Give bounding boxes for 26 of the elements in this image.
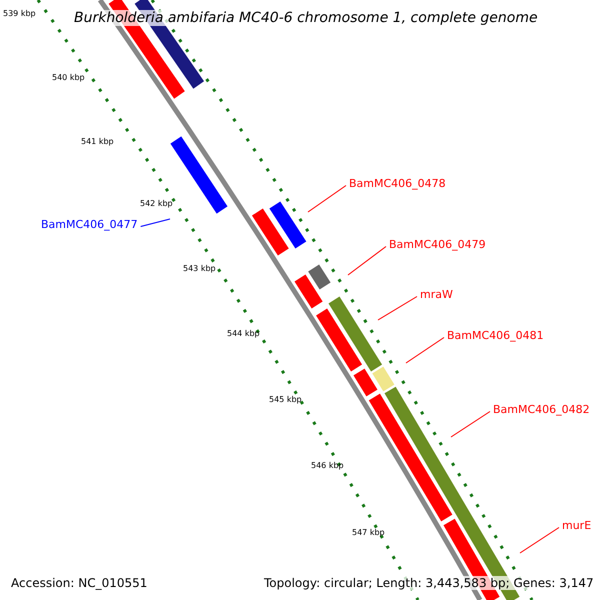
tick-label: 543 kbp (183, 265, 216, 273)
tick-label: 542 kbp (140, 200, 173, 208)
tick-label: 547 kbp (352, 529, 385, 537)
tick-label: 539 kbp (3, 10, 36, 18)
gene-label: BamMC406_0482 (493, 404, 590, 415)
leader-line (308, 185, 346, 212)
gene-label: BamMC406_0479 (389, 239, 486, 250)
gene-label: BamMC406_0481 (447, 330, 544, 341)
footer-text: Topology: circular; Length: 3,443,583 bp; Genes: 3,147 (262, 576, 596, 590)
tick-label: 545 kbp (269, 396, 302, 404)
tick-label: 544 kbp (227, 330, 260, 338)
tick-label: 541 kbp (81, 138, 114, 146)
tick-label: 546 kbp (311, 462, 344, 470)
leader-line (520, 527, 560, 554)
tick-label: 540 kbp (52, 74, 85, 82)
gene-label: murE (562, 520, 592, 531)
leader-line (140, 218, 170, 227)
gene-label: mraW (420, 289, 453, 300)
leader-line (450, 411, 490, 438)
leader-line (348, 246, 386, 276)
gene-label: BamMC406_0478 (349, 178, 446, 189)
leader-line (378, 296, 418, 320)
gene-label: BamMC406_0477 (41, 219, 138, 230)
leader-line (406, 337, 444, 364)
title: Burkholderia ambifaria MC40-6 chromosome 1, complete genome (72, 10, 540, 26)
footer-text: Accession: NC_010551 (9, 576, 150, 590)
